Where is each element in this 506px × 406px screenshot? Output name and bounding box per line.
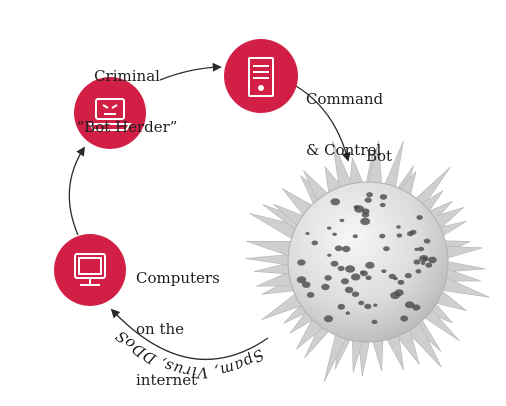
- virus-pore: [360, 270, 365, 274]
- arrow-bot-to-computers: [110, 308, 269, 360]
- computers-label: Computers on the internet: [136, 236, 220, 406]
- monitor-icon: [74, 253, 106, 286]
- virus-pore: [415, 269, 422, 274]
- virus-pore: [366, 192, 373, 198]
- virus-pore: [390, 291, 401, 300]
- virus-pore: [400, 315, 409, 322]
- virus-pore: [354, 205, 365, 213]
- spiky-virus-image: [245, 140, 490, 383]
- virus-pore: [425, 262, 433, 268]
- virus-spike: [245, 253, 293, 266]
- command-control-label-line1: Command: [306, 90, 384, 108]
- server-tower-icon: [248, 57, 274, 97]
- virus-pore: [324, 275, 332, 281]
- virus-pore: [334, 245, 343, 252]
- virus-pore: [423, 238, 431, 244]
- virus-pore: [340, 278, 350, 285]
- virus-pore: [413, 259, 421, 265]
- virus-pore: [420, 261, 426, 265]
- bot-herder-label: Criminal “Bot Herder”: [72, 34, 182, 153]
- virus-pore: [332, 232, 337, 236]
- virus-pore: [352, 234, 358, 239]
- bot-herder-label-line2: “Bot Herder”: [76, 118, 178, 136]
- virus-pore: [297, 259, 306, 266]
- virus-pore: [321, 283, 330, 291]
- command-control-label: Command & Control: [306, 57, 383, 176]
- virus-pore: [296, 276, 307, 284]
- virus-pore: [306, 292, 315, 298]
- virus-pore: [396, 225, 401, 229]
- virus-pore: [365, 261, 375, 269]
- virus-pore: [337, 265, 345, 272]
- virus-pore: [396, 233, 403, 238]
- virus-pore: [418, 246, 425, 252]
- angry-laptop-icon: [88, 98, 132, 131]
- virus-pore: [404, 273, 412, 279]
- virus-pore: [393, 276, 398, 281]
- virus-pore: [330, 260, 339, 267]
- virus-pore: [364, 197, 372, 203]
- virus-pore: [373, 303, 378, 307]
- virus-pore: [412, 304, 421, 311]
- arrow-herder-to-cc: [159, 62, 222, 81]
- command-control-label-line2: & Control: [306, 141, 382, 159]
- computers-label-line3: internet: [136, 371, 198, 389]
- virus-pore: [358, 300, 365, 306]
- virus-pore: [379, 202, 386, 208]
- virus-pore: [360, 217, 371, 226]
- virus-pore: [339, 218, 345, 223]
- arrow-cc-to-bot: [295, 85, 351, 162]
- virus-pore: [379, 233, 386, 239]
- virus-pore: [381, 269, 387, 273]
- virus-pore: [404, 301, 415, 309]
- virus-pore: [351, 291, 360, 298]
- virus-pore: [345, 311, 350, 315]
- virus-pore: [323, 315, 334, 323]
- virus-pore: [410, 229, 417, 235]
- virus-pore: [416, 215, 423, 220]
- virus-pore: [350, 273, 361, 281]
- virus-pore: [344, 286, 354, 294]
- virus-pore: [371, 319, 378, 325]
- virus-pore: [362, 208, 370, 214]
- virus-pore: [327, 226, 332, 230]
- virus-pore: [428, 256, 437, 264]
- virus-pore: [341, 245, 351, 253]
- virus-pore: [302, 281, 311, 288]
- virus-pore: [311, 240, 319, 246]
- virus-pore: [397, 279, 405, 285]
- virus-pore: [345, 265, 356, 273]
- bot-herder-node: [74, 77, 146, 149]
- virus-pore: [414, 247, 419, 251]
- computers-node: [54, 234, 126, 306]
- virus-pore: [364, 303, 372, 310]
- virus-pore: [305, 232, 310, 235]
- arrow-computers-to-herder: [68, 146, 85, 236]
- bot-herder-label-line1: Criminal: [94, 67, 160, 85]
- computers-label-line2: on the: [136, 320, 185, 338]
- command-control-node: [224, 39, 298, 113]
- virus-pore: [330, 198, 341, 206]
- virus-pore: [327, 253, 332, 257]
- virus-pore: [379, 194, 388, 200]
- computers-label-line1: Computers: [136, 269, 220, 287]
- bot-label: Bot: [366, 147, 393, 165]
- virus-pore: [422, 256, 428, 261]
- virus-pore: [383, 246, 390, 252]
- virus-spike: [246, 240, 296, 258]
- virus-pore: [337, 303, 346, 310]
- virus-pore: [365, 275, 372, 281]
